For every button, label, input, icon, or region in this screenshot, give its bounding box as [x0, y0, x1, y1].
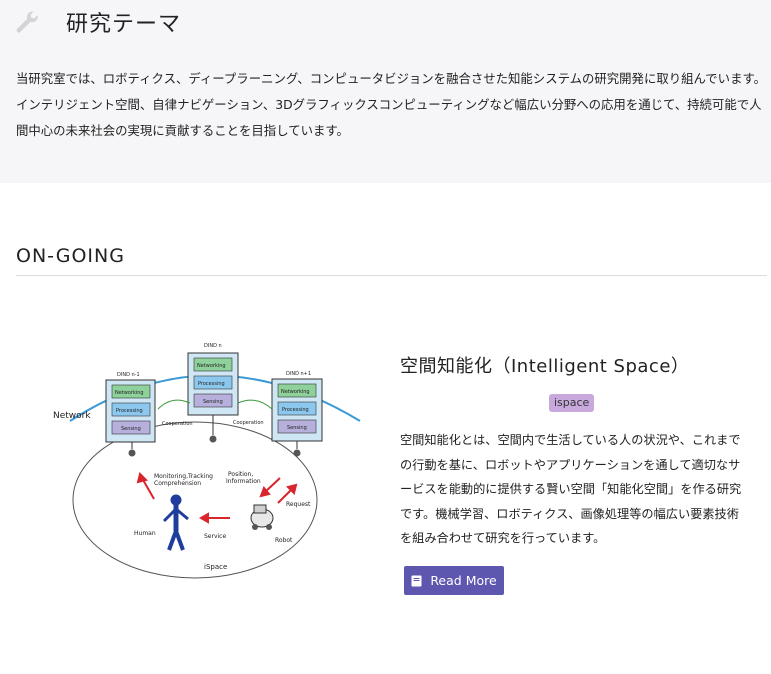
cooperation-label: Cooperation — [162, 421, 193, 427]
layer-networking: Networking — [281, 389, 310, 395]
layer-networking: Networking — [115, 390, 144, 396]
layer-sensing: Sensing — [287, 425, 307, 431]
intro-section: 研究テーマ 当研究室では、ロボティクス、ディープラーニング、コンピュータビジョン… — [0, 0, 771, 183]
node-right-label: DIND n+1 — [286, 371, 311, 377]
project-description: 空間知能化とは、空間内で生活している人の状況や、これまでの行動を基に、ロボットや… — [400, 433, 742, 546]
robot-figure — [250, 504, 274, 530]
service-label: Service — [204, 533, 226, 540]
section-title: ON-GOING — [16, 245, 125, 267]
network-label: Network — [53, 411, 91, 421]
cooperation-arrow-left — [157, 399, 191, 410]
ispace-label: iSpace — [204, 563, 227, 571]
layer-sensing: Sensing — [203, 399, 223, 405]
ispace-diagram: Network DIND n-1 Networking Processing S… — [53, 343, 361, 579]
book-icon — [411, 575, 422, 586]
cooperation-label: Cooperation — [233, 420, 264, 426]
intro-text: 当研究室では、ロボティクス、ディープラーニング、コンピュータビジョンを融合させた… — [16, 71, 766, 138]
node-left: DIND n-1 Networking Processing Sensing — [105, 372, 156, 443]
node-center-label: DIND n — [204, 343, 222, 349]
layer-sensing: Sensing — [121, 426, 141, 432]
human-figure — [162, 494, 189, 551]
monitoring-label: Comprehension — [154, 480, 201, 487]
robot-label: Robot — [275, 537, 293, 544]
layer-processing: Processing — [116, 408, 143, 414]
read-more-label: Read More — [430, 573, 497, 588]
request-label: Request — [286, 501, 311, 508]
layer-networking: Networking — [197, 363, 226, 369]
position-label: Information — [226, 478, 261, 485]
camera-icon — [128, 442, 136, 457]
position-label: Position, — [228, 471, 253, 478]
project-tag[interactable]: ispace — [549, 394, 595, 412]
cooperation-arrow-right — [237, 399, 273, 410]
page-title: 研究テーマ — [66, 12, 182, 37]
read-more-button[interactable]: Read More — [404, 566, 504, 595]
project-title: 空間知能化（Intelligent Space） — [400, 356, 690, 377]
wrench-icon — [16, 11, 38, 33]
node-center: DIND n Networking Processing Sensing — [187, 343, 239, 416]
layer-processing: Processing — [282, 407, 309, 413]
node-right: DIND n+1 Networking Processing Sensing — [271, 371, 323, 442]
node-left-label: DIND n-1 — [117, 372, 140, 378]
camera-icon — [209, 415, 217, 443]
section-divider — [16, 275, 767, 276]
camera-icon — [293, 441, 301, 457]
layer-processing: Processing — [198, 381, 225, 387]
monitoring-label: Monitoring,Tracking — [154, 473, 213, 480]
human-label: Human — [134, 530, 156, 537]
page-header: 研究テーマ — [14, 6, 181, 38]
ispace-ellipse — [72, 421, 318, 579]
